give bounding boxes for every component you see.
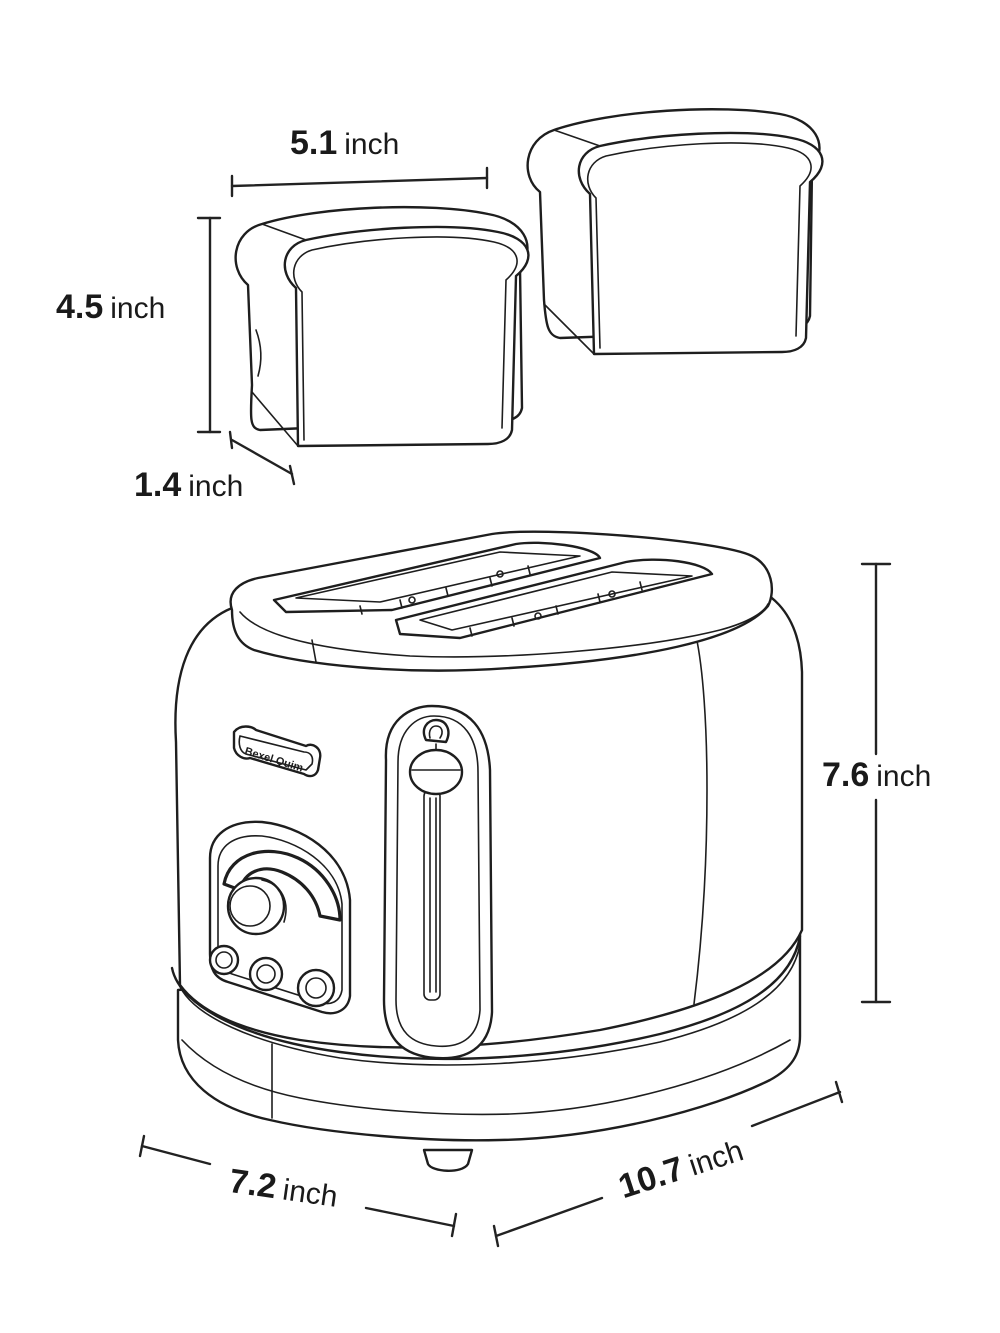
dim-line-bread-width — [230, 176, 489, 188]
bread-depth-value: 1.4 — [134, 466, 182, 504]
bread-slice-front — [234, 205, 530, 448]
function-buttons — [208, 944, 336, 1008]
control-panel — [208, 820, 352, 1015]
toaster — [170, 530, 804, 1172]
bread-height-value: 4.5 — [56, 288, 104, 326]
lever-handle — [408, 718, 464, 796]
toaster-depth-value: 7.2 — [226, 1162, 279, 1207]
toaster-top — [229, 530, 774, 672]
dim-line-toaster-depth-right — [364, 1206, 456, 1228]
toaster-slot-back — [272, 541, 602, 615]
toaster-height-value: 7.6 — [822, 756, 870, 794]
toaster-foot-front — [422, 1148, 474, 1172]
lever-channel — [382, 704, 494, 1060]
toaster-slot-front — [394, 558, 714, 640]
toaster-depth-unit: inch — [280, 1173, 340, 1214]
brand-plate — [232, 725, 322, 778]
bread-depth-unit: inch — [188, 470, 244, 503]
browning-knob — [226, 876, 287, 936]
bread-height-unit: inch — [110, 292, 166, 325]
dim-line-bread-depth — [230, 438, 294, 476]
toaster-height-unit: inch — [876, 760, 932, 793]
dim-line-toaster-width-left — [494, 1196, 604, 1238]
bread-width-unit: inch — [344, 128, 400, 161]
bread-slice-back — [526, 108, 824, 356]
dim-line-toaster-depth-left — [140, 1144, 212, 1166]
browning-dial-scale — [222, 849, 342, 922]
bread-width-value: 5.1 — [290, 124, 338, 162]
dimension-lines — [138, 166, 892, 1248]
dim-line-toaster-width-right — [750, 1090, 842, 1128]
